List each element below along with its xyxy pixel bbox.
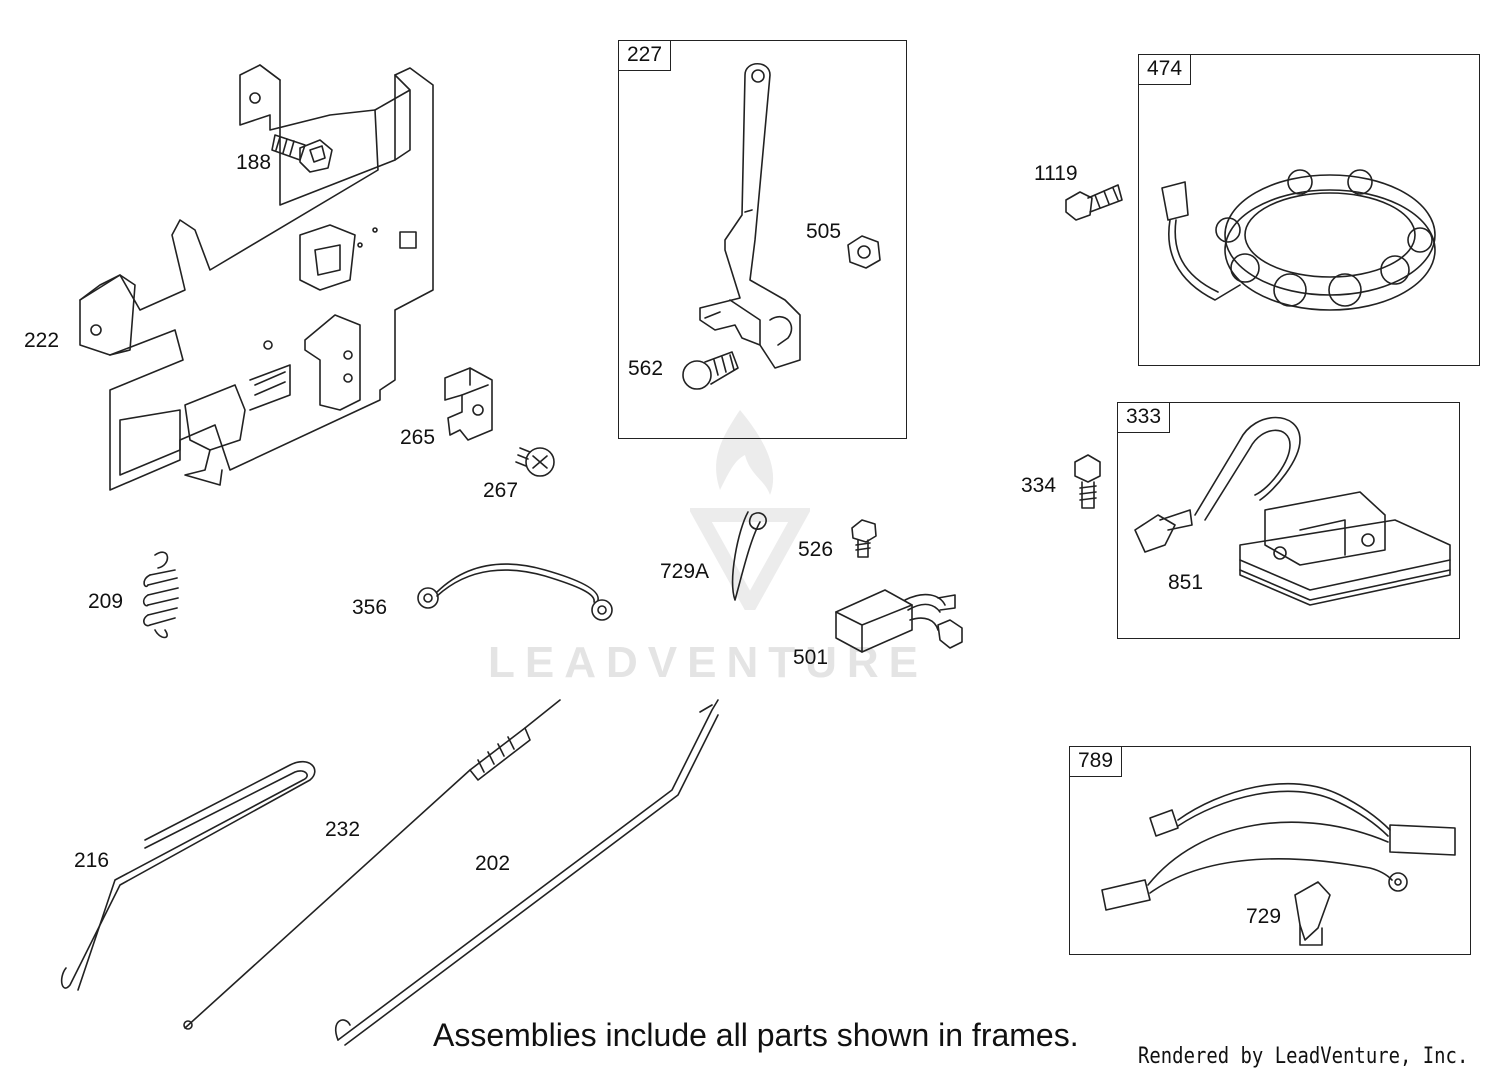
harness-789-part xyxy=(1101,782,1456,946)
frame-227-tag: 227 xyxy=(619,41,672,71)
bolt-1119-part xyxy=(1065,184,1123,221)
callout-202: 202 xyxy=(475,852,511,875)
frame-333: 333 xyxy=(1117,402,1460,639)
callout-232: 232 xyxy=(325,818,361,841)
screw-267-part xyxy=(515,447,555,477)
control-bracket-part xyxy=(79,64,434,491)
watermark-text: LEADVENTURE xyxy=(488,638,929,687)
callout-505: 505 xyxy=(806,220,842,243)
frame-333-tag: 333 xyxy=(1118,403,1171,433)
armature-333-part xyxy=(1134,416,1451,606)
callout-356: 356 xyxy=(352,596,388,619)
callout-267: 267 xyxy=(483,479,519,502)
screw-562-part xyxy=(682,351,739,390)
callout-851: 851 xyxy=(1168,571,1204,594)
nut-505-part xyxy=(847,235,881,269)
tie-729a-part xyxy=(731,511,767,601)
callout-216: 216 xyxy=(74,849,110,872)
choke-cable-232-part xyxy=(183,699,561,1030)
spring-209-part xyxy=(142,551,179,639)
callout-729a: 729A xyxy=(660,560,710,583)
frame-789: 789 xyxy=(1069,746,1471,955)
bolt-334-part xyxy=(1074,454,1101,509)
clip-265-part xyxy=(444,367,493,441)
frame-474-tag: 474 xyxy=(1139,55,1192,85)
link-rod-216-part xyxy=(60,760,316,991)
frames-note: Assemblies include all parts shown in fr… xyxy=(433,1017,1079,1053)
screw-526-part xyxy=(851,519,877,558)
callout-222: 222 xyxy=(24,329,60,352)
callout-526: 526 xyxy=(798,538,834,561)
callout-501: 501 xyxy=(793,646,829,669)
stator-474-part xyxy=(1161,169,1436,311)
render-credit: Rendered by LeadVenture, Inc. xyxy=(1138,1044,1469,1069)
frame-227: 227 xyxy=(618,40,907,439)
callout-188: 188 xyxy=(236,151,272,174)
governor-link-202-part xyxy=(334,699,719,1046)
callout-265: 265 xyxy=(400,426,436,449)
ground-wire-356-part xyxy=(417,563,613,621)
frame-789-tag: 789 xyxy=(1070,747,1123,777)
frame-474: 474 xyxy=(1138,54,1480,366)
callout-334: 334 xyxy=(1021,474,1057,497)
leadventure-watermark-logo xyxy=(690,410,810,610)
callout-1119: 1119 xyxy=(1034,162,1078,185)
callout-562: 562 xyxy=(628,357,664,380)
callout-729: 729 xyxy=(1246,905,1282,928)
callout-209: 209 xyxy=(88,590,124,613)
rectifier-501-part xyxy=(835,589,963,653)
screw-188-part xyxy=(271,134,333,173)
lever-227-part xyxy=(699,62,801,369)
